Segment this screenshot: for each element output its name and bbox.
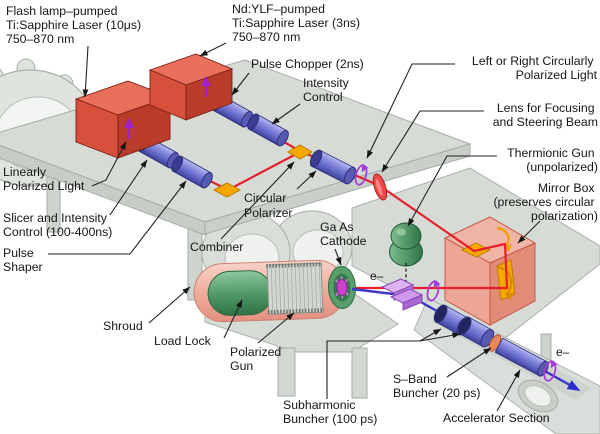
label-pulse-shaper: Pulse Shaper <box>3 246 43 274</box>
linear-polarization-icon <box>124 118 134 139</box>
leader-linearly-polarized <box>91 141 127 187</box>
label-gaas-cathode: Ga As Cathode <box>320 220 367 248</box>
label-circular-light: Left or Right Circularly Polarized Light <box>472 54 598 82</box>
table-front-edge <box>0 144 206 236</box>
leader-subharmonic-1 <box>419 328 442 342</box>
leader-polarized-gun <box>257 312 295 344</box>
combiner-mirror <box>287 144 313 160</box>
spin-rotation-icon <box>354 163 369 186</box>
leader-gaas-cathode <box>334 248 342 266</box>
label-slicer: Slicer and Intensity Control (100-400ns) <box>3 211 112 239</box>
rotation-arrow-icon <box>496 226 510 248</box>
label-accelerator-section: Accelerator Section <box>443 411 550 425</box>
label-electron-near-cathode: e– <box>370 269 384 283</box>
leader-circular-polarizer <box>296 170 317 190</box>
leader-circular-light <box>366 63 455 159</box>
leader-accelerator <box>496 369 521 412</box>
leader-pulse-chopper <box>231 72 250 96</box>
leader-sband <box>446 347 492 378</box>
bend-magnet <box>380 278 424 311</box>
leader-subharmonic-2 <box>419 332 461 342</box>
pulse-shaper-cylinder <box>171 155 213 189</box>
label-shroud: Shroud <box>103 319 143 333</box>
leader-thermionic-gun <box>407 155 497 227</box>
platform-leg <box>351 347 368 399</box>
leader-mirror-box <box>517 220 541 244</box>
leader-shroud <box>148 286 191 324</box>
load-lock-shape <box>207 270 273 316</box>
leader-lens <box>381 110 484 173</box>
platform-leg <box>277 347 296 397</box>
rotation-arrow-icon <box>505 244 512 252</box>
label-subharmonic-buncher: Subharmonic Buncher (100 ps) <box>283 398 377 426</box>
leader-intensity-control <box>271 103 301 125</box>
label-lens: Lens for Focusing and Steering Beam <box>493 101 598 129</box>
focusing-lens <box>372 173 388 201</box>
ndylf-laser-box <box>148 53 234 121</box>
leader-slicer <box>109 159 148 216</box>
accelerator-cylinder <box>494 337 549 377</box>
label-circular-polarizer: Circular Polarizer <box>244 191 293 220</box>
leader-flash-laser <box>82 45 89 98</box>
spin-rotation-icon <box>426 279 441 302</box>
label-intensity-control: Intensity Control <box>303 76 352 104</box>
label-electron-at-exit: e– <box>556 345 570 359</box>
label-polarized-gun: Polarized Gun <box>230 345 285 373</box>
leader-subharmonic-trunk <box>326 340 420 399</box>
circular-polarizer-cylinder <box>309 149 357 185</box>
linear-polarization-icon <box>201 76 211 97</box>
leader-combiner <box>220 161 295 240</box>
flash-laser-box <box>74 80 172 159</box>
gaas-cathode-spot <box>335 276 349 299</box>
turning-mirror <box>212 182 242 198</box>
rotation-arrow-icon <box>506 292 514 301</box>
label-load-lock: Load Lock <box>154 334 212 348</box>
label-combiner: Combiner <box>190 240 243 254</box>
label-linearly-polarized: Linearly Polarized Light <box>3 165 85 193</box>
mirror-box <box>443 216 537 326</box>
leader-load-lock <box>223 299 243 339</box>
leader-lines <box>48 42 541 412</box>
leader-pulse-shaper <box>48 180 187 255</box>
thread-teeth <box>266 262 323 269</box>
leader-ndylf-laser <box>199 42 227 57</box>
label-pulse-chopper: Pulse Chopper (2ns) <box>251 57 364 71</box>
label-sband-buncher: S–Band Buncher (20 ps) <box>393 372 481 400</box>
intensity-control-cylinder <box>247 113 289 147</box>
label-ndylf-laser: Nd:YLF–pumped Ti:Sapphire Laser (3ns) 75… <box>232 2 363 44</box>
label-mirror-box: Mirror Box (preserves circular polarizat… <box>493 181 598 223</box>
gun-assembly <box>193 259 356 323</box>
spin-rotation-icon <box>543 359 558 382</box>
thread-teeth <box>267 308 324 315</box>
label-flash-laser: Flash lamp–pumped Ti:Sapphire Laser (10μ… <box>6 4 145 46</box>
label-thermionic-gun: Thermionic Gun (unpolarized) <box>507 146 598 174</box>
rotation-arrow-icon <box>497 265 513 296</box>
